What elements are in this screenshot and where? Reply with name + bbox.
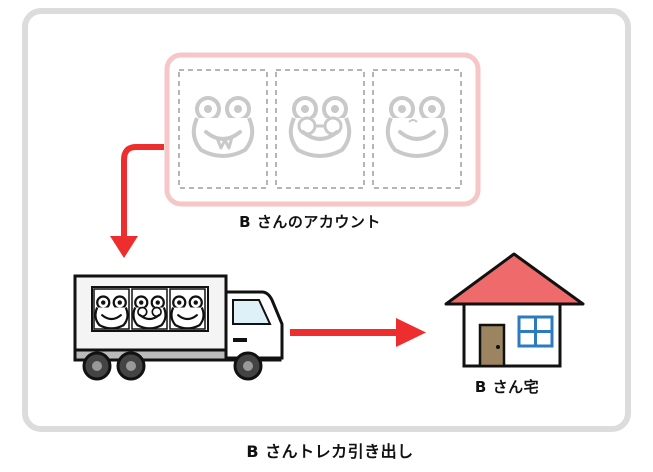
truck-card-1 (93, 288, 130, 330)
account-card-3 (372, 69, 462, 189)
frog-card-icon (191, 96, 255, 158)
account-card-2 (275, 69, 365, 189)
house-label: B さん宅 (474, 378, 540, 396)
account-panel (164, 52, 481, 207)
house-window (517, 315, 554, 348)
smiling-frog-card-icon (385, 96, 449, 158)
truck-wheel (116, 351, 146, 381)
house-icon (444, 252, 585, 368)
delivery-truck-icon (73, 274, 284, 381)
truck-wheel (233, 351, 263, 381)
truck-wheel (82, 351, 112, 381)
arrow-account-to-truck (110, 144, 164, 258)
diagram-caption: B さんトレカ引き出し (246, 442, 414, 461)
house-door (478, 323, 506, 368)
account-label: B さんのアカウント (239, 213, 381, 231)
account-card-1 (178, 69, 268, 189)
frog-with-glasses-card-icon (288, 96, 352, 158)
truck-card-3 (169, 288, 206, 330)
arrow-truck-to-house (290, 318, 426, 347)
truck-card-2 (131, 288, 168, 330)
